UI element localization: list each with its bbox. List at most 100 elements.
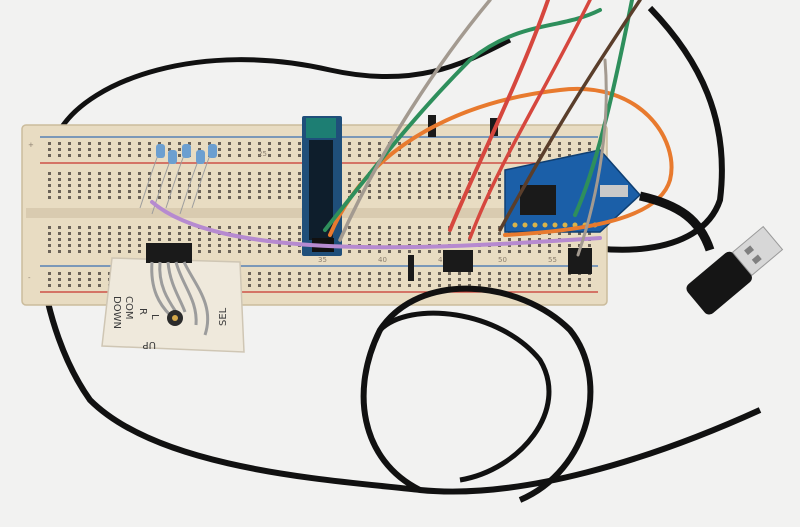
breadboard-hole <box>428 232 431 235</box>
breadboard-hole <box>488 184 491 187</box>
breadboard-hole <box>438 232 441 235</box>
breadboard-hole <box>508 238 511 241</box>
breadboard-hole <box>198 250 201 253</box>
breadboard-hole <box>208 172 211 175</box>
breadboard-hole <box>118 172 121 175</box>
breadboard-hole <box>488 278 491 281</box>
breadboard-hole <box>378 250 381 253</box>
breadboard-hole <box>208 190 211 193</box>
breadboard-hole <box>98 184 101 187</box>
breadboard-hole <box>348 142 351 145</box>
breadboard-hole <box>218 154 221 157</box>
breadboard-hole <box>298 250 301 253</box>
breadboard-hole <box>508 244 511 247</box>
breadboard-hole <box>218 244 221 247</box>
breadboard-hole <box>448 148 451 151</box>
breadboard-hole <box>268 154 271 157</box>
breadboard-hole <box>348 278 351 281</box>
breadboard-hole <box>518 238 521 241</box>
breadboard-hole <box>288 190 291 193</box>
breadboard-hole <box>378 278 381 281</box>
breadboard-hole <box>188 238 191 241</box>
breadboard-hole <box>78 142 81 145</box>
breadboard-hole <box>178 226 181 229</box>
breadboard-hole <box>428 142 431 145</box>
breadboard-hole <box>228 244 231 247</box>
col-label-55: 55 <box>548 256 557 264</box>
breadboard-hole <box>48 190 51 193</box>
breadboard-hole <box>208 226 211 229</box>
breadboard-hole <box>198 142 201 145</box>
breadboard-hole <box>48 148 51 151</box>
breadboard-hole <box>268 172 271 175</box>
breadboard-hole <box>118 142 121 145</box>
breadboard-hole <box>438 238 441 241</box>
breadboard-hole <box>288 148 291 151</box>
breadboard-hole <box>588 142 591 145</box>
breadboard-hole <box>128 226 131 229</box>
breadboard-hole <box>418 238 421 241</box>
breadboard-hole <box>408 284 411 287</box>
breadboard-hole <box>118 232 121 235</box>
breadboard-hole <box>438 284 441 287</box>
breadboard-hole <box>568 284 571 287</box>
breadboard-hole <box>438 172 441 175</box>
breadboard-hole <box>478 232 481 235</box>
breadboard-hole <box>538 244 541 247</box>
breadboard-hole <box>398 238 401 241</box>
breadboard-hole <box>128 196 131 199</box>
breadboard-hole <box>478 250 481 253</box>
breadboard-hole <box>458 232 461 235</box>
breadboard-hole <box>138 190 141 193</box>
breadboard-hole <box>258 148 261 151</box>
breadboard-hole <box>218 196 221 199</box>
breadboard-hole <box>518 272 521 275</box>
breadboard-hole <box>398 226 401 229</box>
breadboard-hole <box>248 250 251 253</box>
breadboard-hole <box>358 148 361 151</box>
breadboard-hole <box>58 196 61 199</box>
breadboard-hole <box>158 226 161 229</box>
breadboard-hole <box>388 172 391 175</box>
breadboard-hole <box>428 148 431 151</box>
breadboard-hole <box>398 232 401 235</box>
breadboard-hole <box>418 284 421 287</box>
breadboard-hole <box>208 142 211 145</box>
breadboard-hole <box>308 278 311 281</box>
breadboard-hole <box>378 148 381 151</box>
breadboard-hole <box>48 284 51 287</box>
breadboard-hole <box>438 148 441 151</box>
breadboard-hole <box>128 154 131 157</box>
breadboard-hole <box>428 178 431 181</box>
breadboard-hole <box>488 148 491 151</box>
breadboard-hole <box>438 184 441 187</box>
breadboard-hole <box>278 278 281 281</box>
breadboard-hole <box>58 238 61 241</box>
breadboard-hole <box>498 272 501 275</box>
breadboard-hole <box>178 172 181 175</box>
breadboard-hole <box>68 196 71 199</box>
breadboard-hole <box>88 172 91 175</box>
breadboard-hole <box>408 190 411 193</box>
breadboard-hole <box>528 250 531 253</box>
breadboard-hole <box>518 250 521 253</box>
breadboard-hole <box>348 250 351 253</box>
breadboard-hole <box>458 154 461 157</box>
breadboard-hole <box>48 232 51 235</box>
breadboard-hole <box>418 172 421 175</box>
breadboard-hole <box>568 278 571 281</box>
breadboard-hole <box>348 154 351 157</box>
breadboard-hole <box>488 238 491 241</box>
breadboard-hole <box>118 178 121 181</box>
breadboard-hole <box>548 154 551 157</box>
breadboard-hole <box>148 172 151 175</box>
breadboard-hole <box>558 232 561 235</box>
breadboard-hole <box>558 284 561 287</box>
breadboard-hole <box>368 272 371 275</box>
breadboard-hole <box>348 178 351 181</box>
breadboard-hole <box>378 232 381 235</box>
wire-gray-2 <box>576 58 608 257</box>
breadboard-hole <box>78 178 81 181</box>
breadboard-hole <box>388 250 391 253</box>
breadboard-hole <box>298 272 301 275</box>
